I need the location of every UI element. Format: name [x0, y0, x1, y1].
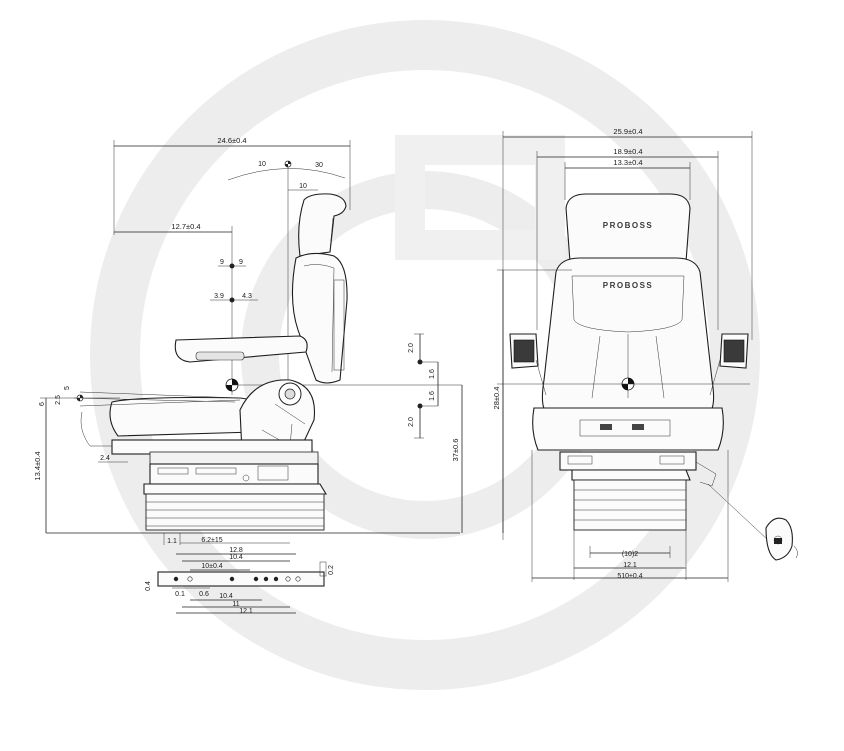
dim-front-offset: 2.4 — [100, 455, 110, 462]
dim-rail-left-gap: 0.4 — [145, 581, 152, 591]
dim-base-mid: 12.1 — [623, 562, 637, 569]
dim-lumbar-a: 9 — [220, 259, 224, 266]
dim-lumbar-b: 9 — [239, 259, 243, 266]
bellows-front — [573, 479, 687, 531]
rail-holes — [173, 576, 301, 582]
rail-bar — [157, 571, 325, 587]
dim-tilt-b: 2.5 — [55, 395, 62, 405]
dim-base-a: 1.1 — [167, 538, 177, 545]
dim-backrest-width: 18.9±0.4 — [613, 147, 642, 156]
backrest-brand-label: PROBOSS — [603, 281, 654, 290]
lever-detail-callout — [707, 483, 798, 561]
seat-cushion-side — [109, 396, 263, 437]
dim-tilt-a: 6 — [39, 402, 46, 406]
backrest-side — [291, 252, 348, 384]
dim-base-outer: 510±0.4 — [617, 573, 642, 580]
dim-overall-depth: 24.6±0.4 — [217, 136, 246, 145]
headrest-side — [298, 193, 347, 257]
dim-headrest-width: 13.3±0.4 — [613, 158, 642, 167]
stroke-ladder: 2.0 1.6 1.6 2.0 — [408, 333, 439, 439]
dim-overall-width: 25.9±0.4 — [613, 127, 642, 136]
bellows-side — [143, 483, 327, 495]
dim-headrest-offset: 10 — [299, 183, 307, 190]
dim-total-height: 37±0.6 — [451, 439, 460, 462]
headrest-front — [565, 193, 691, 263]
headrest-brand-label: PROBOSS — [603, 221, 654, 230]
dim-seat-height: 13.4±0.4 — [33, 451, 42, 480]
dim-angle-left: 10 — [258, 161, 266, 168]
dim-stroke-up: 2.0 — [408, 343, 415, 353]
dim-cushion-a: 3.9 — [214, 293, 224, 300]
suspension-front-top — [559, 451, 697, 471]
dim-rail-bottom-a: 10.4 — [219, 593, 233, 600]
dim-rail-pitch: 10±0.4 — [201, 563, 222, 570]
dim-base-b: 6.2±15 — [201, 537, 222, 544]
dim-tilt-c: 5 — [64, 386, 71, 390]
side-view: 24.6±0.4 10 30 10 12.7±0.4 9 9 3.9 4.3 — [33, 136, 463, 545]
dim-rail-bottom-b: 11 — [232, 601, 239, 608]
dim-base-inner: (10)2 — [622, 551, 638, 558]
dim-stroke-mid: 1.6 — [429, 369, 436, 379]
dim-rail-outer: 12.8 — [229, 547, 243, 554]
dim-stroke-low: 1.6 — [429, 391, 436, 401]
seat-cushion-front — [532, 407, 724, 451]
dim-rail-bottom-c: 12.1 — [239, 608, 253, 615]
dim-rail-side: 0.2 — [328, 565, 335, 575]
dim-rail-hole-a: 0.1 — [175, 591, 185, 598]
dim-rail-hole-b: 0.6 — [199, 591, 209, 598]
dim-backrest-depth: 12.7±0.4 — [171, 222, 200, 231]
front-view: 25.9±0.4 18.9±0.4 13.3±0.4 PROBOSS PROBO… — [492, 127, 798, 582]
dim-stroke-down: 2.0 — [408, 417, 415, 427]
dim-backrest-height: 28±0.4 — [492, 387, 501, 410]
dim-rail-mid: 10.4 — [229, 554, 243, 561]
rail-detail: 12.8 10.4 10±0.4 0.2 0.4 0.1 0.6 10.4 11… — [145, 547, 335, 615]
dim-angle-right: 30 — [315, 162, 323, 169]
dim-cushion-b: 4.3 — [242, 293, 252, 300]
